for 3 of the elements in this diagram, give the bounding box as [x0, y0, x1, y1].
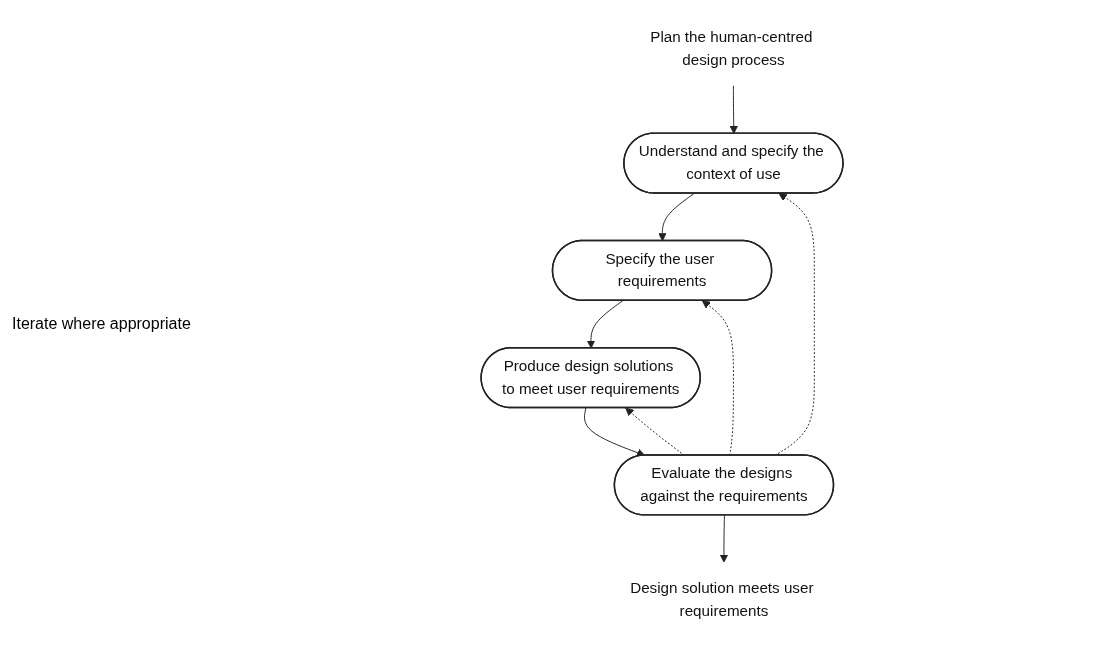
node-text: Plan the human-centred design process	[649, 28, 812, 68]
node-text: Design solution meets user requirements	[629, 579, 813, 619]
note-text: Iterate where appropriate	[12, 315, 192, 333]
